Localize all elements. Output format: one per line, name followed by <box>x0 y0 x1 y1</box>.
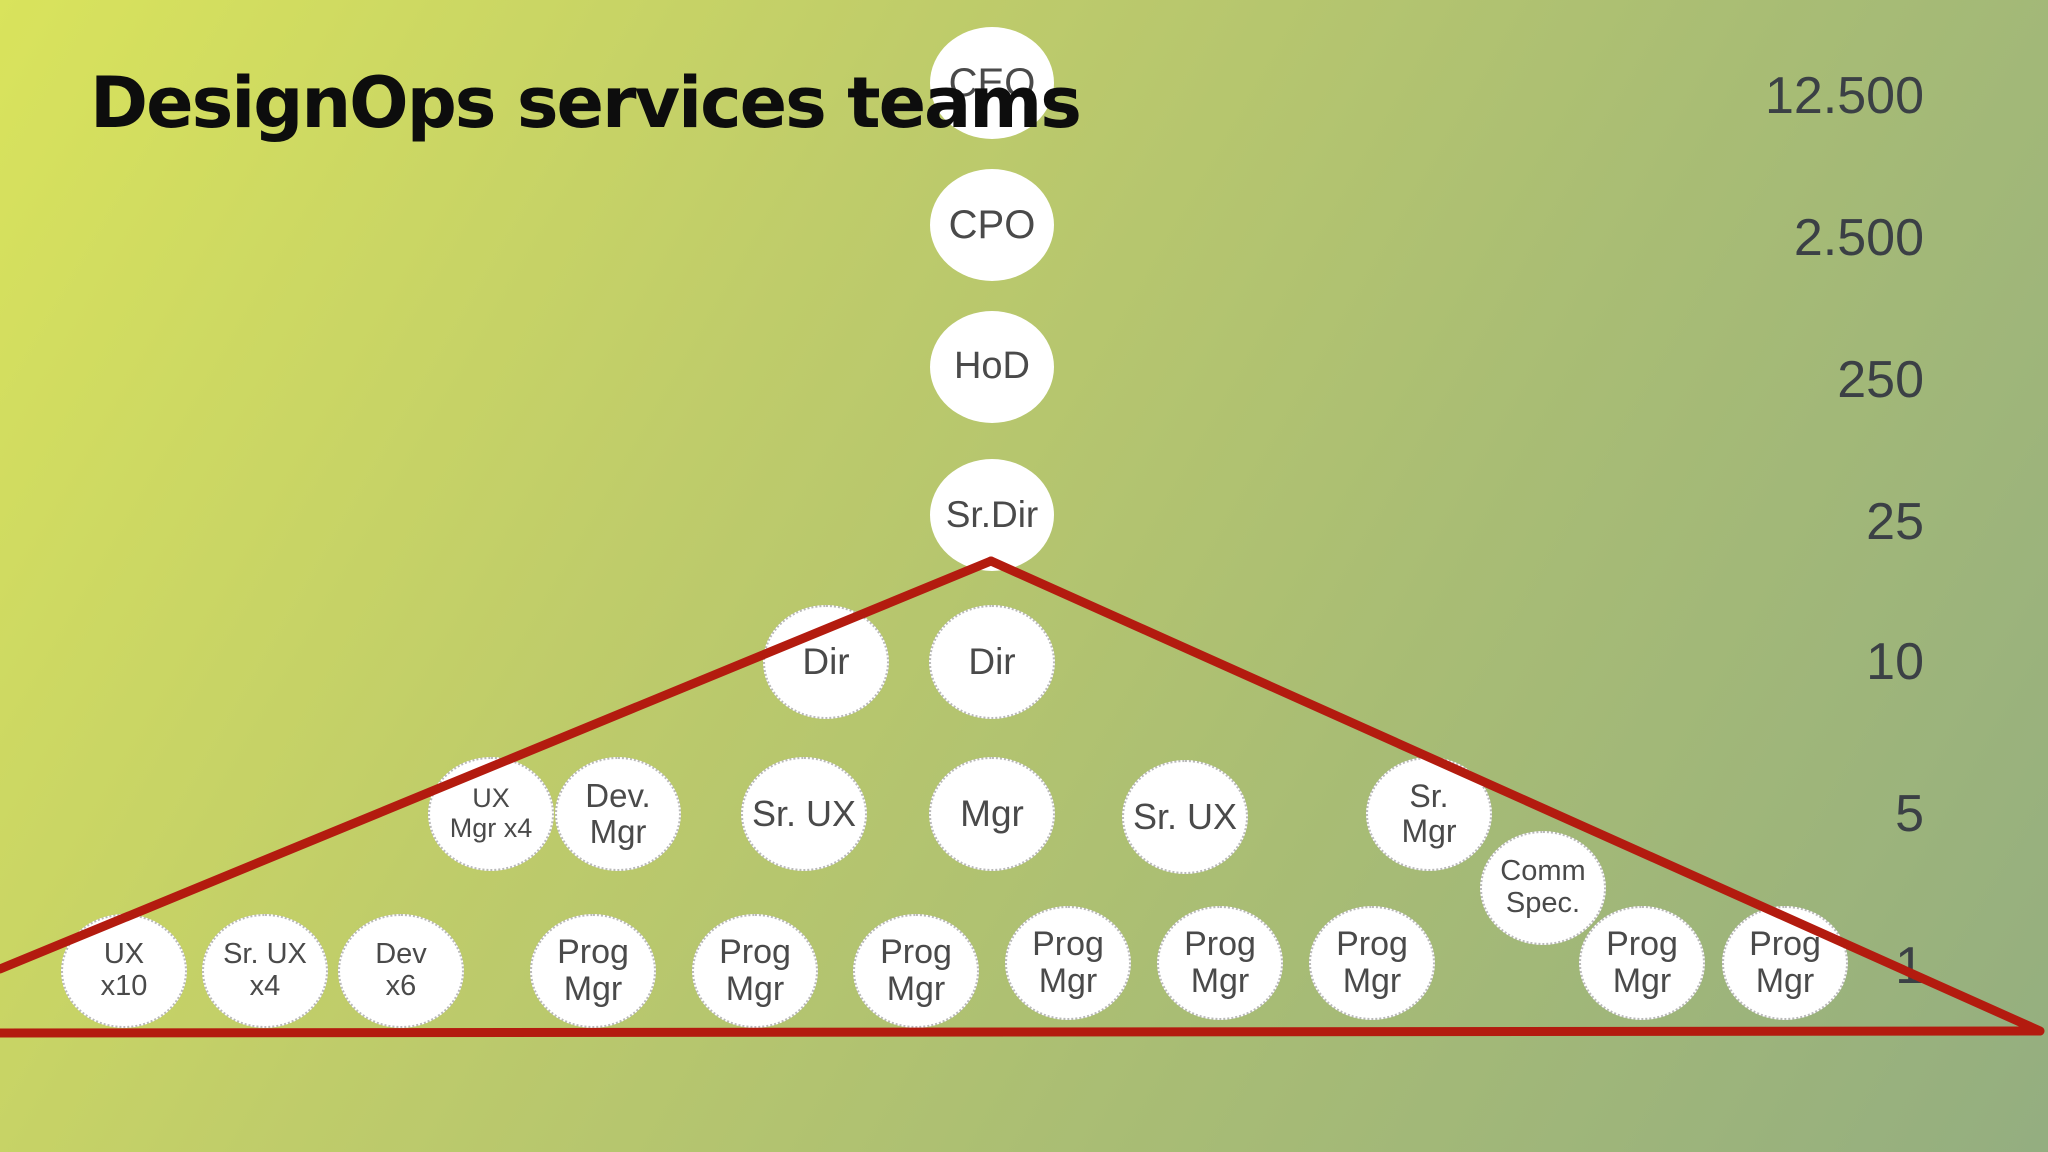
scale-label-2500: 2.500 <box>1793 209 1924 267</box>
triangle-left-edge <box>0 556 996 974</box>
node-sr-ux-left: Sr. UX <box>741 757 867 871</box>
node-prog-mgr-7: Prog Mgr <box>1579 906 1705 1020</box>
node-ceo: CEO <box>930 27 1054 139</box>
node-mgr: Mgr <box>929 757 1055 871</box>
node-dir-left: Dir <box>763 605 889 719</box>
node-sr-ux-x4: Sr. UX x4 <box>202 914 328 1028</box>
scale-label-10: 10 <box>1866 633 1924 691</box>
scale-label-250: 250 <box>1837 351 1924 409</box>
scale-label-12500: 12.500 <box>1764 67 1924 125</box>
node-dir-right: Dir <box>929 605 1055 719</box>
page-title: DesignOps services teams <box>90 62 1082 144</box>
node-dev-x6: Dev x6 <box>338 914 464 1028</box>
node-prog-mgr-2: Prog Mgr <box>692 914 818 1028</box>
node-sr-dir: Sr.Dir <box>930 459 1054 571</box>
node-dev-mgr: Dev. Mgr <box>555 757 681 871</box>
node-sr-mgr: Sr. Mgr <box>1366 757 1492 871</box>
node-hod: HoD <box>930 311 1054 423</box>
node-prog-mgr-1: Prog Mgr <box>530 914 656 1028</box>
node-cpo: CPO <box>930 169 1054 281</box>
node-ux-x10: UX x10 <box>61 914 187 1028</box>
node-comm-spec: Comm Spec. <box>1480 831 1606 945</box>
node-prog-mgr-4: Prog Mgr <box>1005 906 1131 1020</box>
node-sr-ux-right: Sr. UX <box>1122 760 1248 874</box>
node-prog-mgr-3: Prog Mgr <box>853 914 979 1028</box>
triangle-base <box>0 1026 2041 1038</box>
scale-label-25: 25 <box>1866 493 1924 551</box>
node-prog-mgr-5: Prog Mgr <box>1157 906 1283 1020</box>
scale-label-5: 5 <box>1895 785 1924 843</box>
triangle-right-edge <box>986 556 2045 1036</box>
node-ux-mgr: UX Mgr x4 <box>428 757 554 871</box>
node-prog-mgr-6: Prog Mgr <box>1309 906 1435 1020</box>
